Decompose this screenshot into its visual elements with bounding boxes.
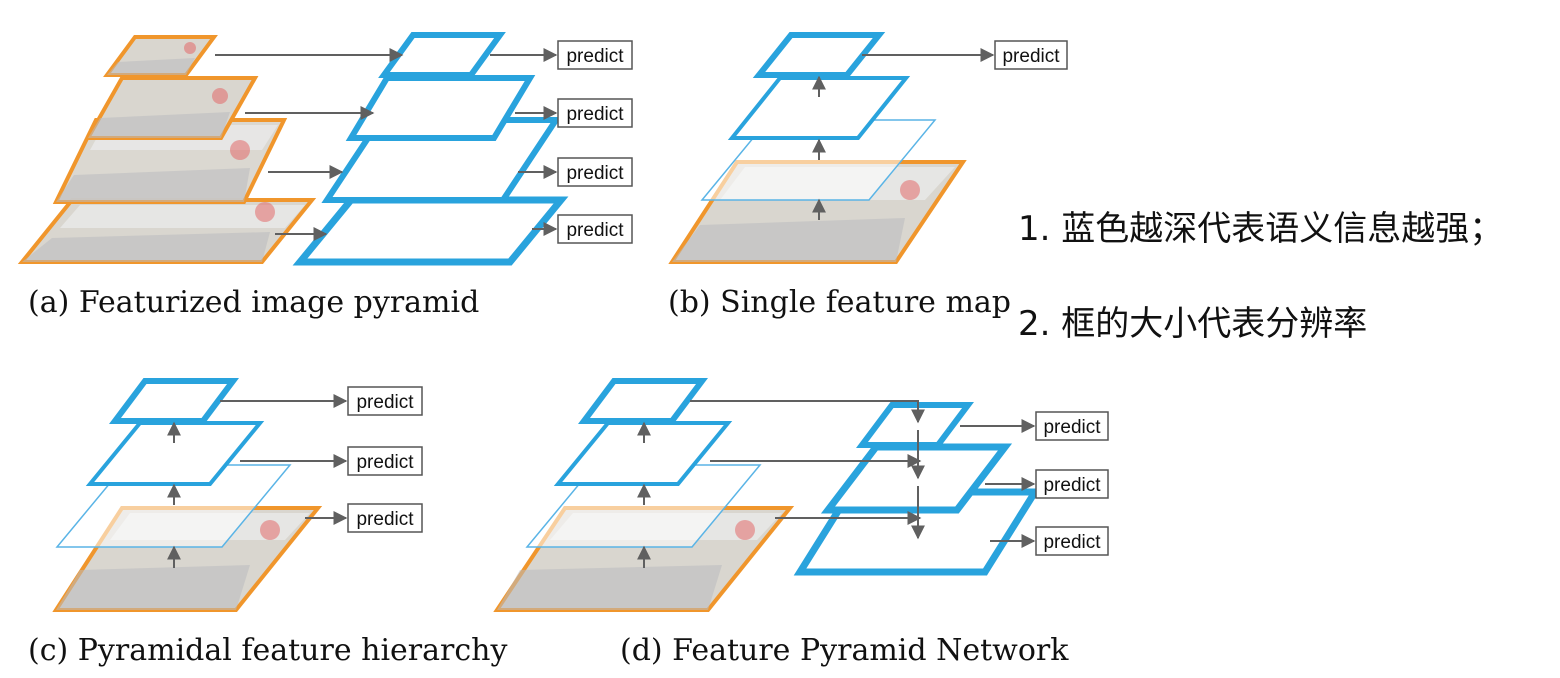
predict-box: predict (557, 214, 633, 244)
predict-label: predict (1043, 532, 1101, 553)
predict-label: predict (566, 104, 624, 125)
predict-box: predict (347, 386, 423, 416)
predict-box: predict (1035, 411, 1109, 441)
predict-box: predict (557, 40, 633, 70)
connector-arrow (690, 400, 925, 424)
panel-c: predict predict predict (c) Pyramidal fe… (28, 378, 507, 668)
predict-box: predict (557, 98, 633, 128)
feature-map-level-2 (85, 421, 265, 486)
note-line-2: 2. 框的大小代表分辨率 (1018, 304, 1367, 344)
predict-box: predict (557, 157, 633, 187)
feature-map-level-2 (553, 421, 733, 486)
panel-caption: (b) Single feature map (668, 285, 1011, 320)
predict-box: predict (347, 446, 423, 476)
feature-map-level-1 (752, 32, 886, 78)
fpn-output-level-1 (856, 402, 974, 448)
feature-map-level-4 (292, 196, 569, 266)
predict-box: predict (994, 40, 1068, 70)
predict-label: predict (356, 509, 414, 530)
predict-label: predict (356, 392, 414, 413)
note-line-1: 1. 蓝色越深代表语义信息越强； (1018, 209, 1503, 249)
predict-label: predict (1043, 475, 1101, 496)
panel-b: predict (b) Single feature map (668, 32, 1068, 320)
feature-map-level-1 (109, 378, 239, 424)
feature-map-level-1 (578, 378, 708, 424)
predict-label: predict (1002, 46, 1060, 67)
predict-label: predict (356, 452, 414, 473)
predict-label: predict (566, 46, 624, 67)
predict-label: predict (566, 220, 624, 241)
predict-box: predict (347, 503, 423, 533)
image-layer (103, 35, 218, 77)
panel-a: predict predict predict predict (a) Feat… (17, 32, 633, 320)
predict-box: predict (1035, 469, 1109, 499)
panel-caption: (c) Pyramidal feature hierarchy (28, 633, 507, 668)
panel-caption: (a) Featurized image pyramid (28, 285, 479, 320)
image-layer (52, 118, 288, 204)
predict-label: predict (566, 163, 624, 184)
panel-d: predict predict predict (d) Feature Pyra… (493, 378, 1109, 668)
predict-box: predict (1035, 526, 1109, 556)
image-layer (84, 76, 259, 140)
panel-caption: (d) Feature Pyramid Network (620, 633, 1069, 668)
image-layer (17, 198, 317, 264)
feature-map-level-2 (727, 76, 911, 140)
predict-label: predict (1043, 417, 1101, 438)
